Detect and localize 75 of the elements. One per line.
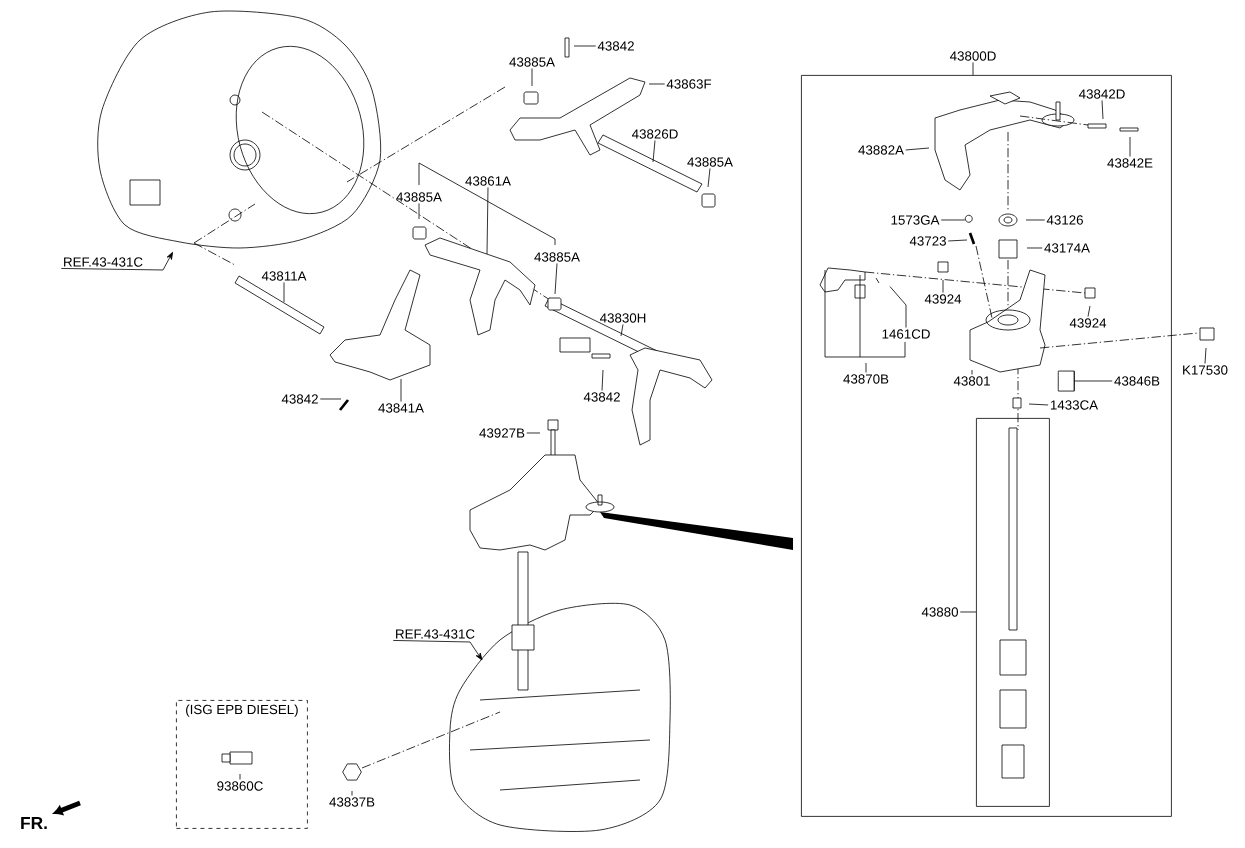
leader-line	[283, 282, 285, 303]
leader-line	[942, 279, 944, 293]
part-number: 43842E	[1107, 158, 1153, 168]
leader-line	[418, 203, 420, 220]
leader-line	[392, 640, 483, 661]
ball-part	[964, 214, 973, 223]
leader-line	[319, 398, 342, 400]
leader-line	[889, 286, 907, 328]
leader-line	[905, 147, 930, 151]
part-number: 43885A	[396, 192, 442, 202]
leader-line	[351, 790, 353, 796]
part-number: 1461CD	[882, 329, 930, 339]
part-number: 43863F	[666, 79, 712, 89]
leader-line	[940, 219, 966, 221]
leader-line	[652, 140, 656, 163]
leader-line	[60, 251, 173, 271]
part-number: 43842	[281, 394, 318, 404]
part-number: K17530	[1183, 365, 1228, 375]
part-number: 43885A	[687, 157, 733, 167]
leader-line	[971, 369, 973, 375]
part-number: 43885A	[534, 252, 580, 262]
leader-line	[959, 611, 977, 613]
part-number: 43174A	[1044, 243, 1090, 253]
part-number: 43811A	[261, 271, 307, 281]
part-number: 43842	[583, 392, 620, 402]
part-number: 43842	[597, 41, 634, 51]
part-number: 43927B	[479, 428, 525, 438]
leader-line	[486, 187, 489, 255]
leader-line	[1028, 403, 1049, 406]
part-number: 43801	[953, 376, 990, 386]
leader-line	[707, 168, 711, 188]
leader-line	[601, 369, 604, 391]
part-number: 43924	[924, 294, 962, 304]
part-number: 43885A	[509, 57, 555, 67]
part-number: 43723	[909, 236, 946, 246]
leader-line	[239, 773, 241, 780]
part-number: 43842D	[1078, 89, 1125, 99]
leader-line	[1026, 247, 1043, 249]
part-number: 1573GA	[891, 215, 940, 225]
part-number: 43924	[1069, 318, 1107, 328]
part-number: 43846B	[1114, 376, 1160, 386]
part-number: 43870B	[843, 374, 889, 384]
direction-label: FR.	[21, 817, 47, 829]
plunger-part	[1057, 370, 1075, 392]
detail-frame	[801, 75, 1172, 817]
leader-line	[1025, 219, 1046, 221]
leader-line	[531, 68, 533, 87]
part-number: 43841A	[378, 403, 424, 413]
leader-line	[573, 45, 597, 47]
part-number: 43830H	[599, 313, 646, 323]
part-number: 43826D	[631, 129, 678, 139]
leader-line	[554, 263, 558, 295]
leader-line	[1087, 305, 1091, 317]
leader-line	[1204, 347, 1207, 364]
part-number: 43837B	[329, 797, 375, 807]
leader-line	[972, 62, 974, 76]
reference-label: REF.43-431C	[396, 629, 475, 639]
leader-line	[526, 432, 541, 434]
part-number: 43861A	[465, 176, 511, 186]
part-number: 43800D	[949, 51, 996, 61]
leader-line	[620, 324, 624, 337]
part-number: 1433CA	[1050, 400, 1099, 410]
reference-label: REF.43-431C	[64, 257, 143, 267]
part-number: 43880	[921, 607, 958, 617]
leader-line	[648, 83, 666, 85]
leader-line	[400, 378, 402, 402]
leader-line	[1074, 380, 1113, 382]
inset-frame	[976, 418, 1050, 807]
leader-line	[1129, 136, 1131, 157]
leader-line	[1101, 100, 1104, 120]
leader-line	[865, 362, 867, 373]
part-number: 43126	[1046, 215, 1083, 225]
part-number: 93860C	[217, 781, 263, 791]
leader-line	[947, 239, 968, 242]
part-number: 43882A	[858, 145, 904, 155]
